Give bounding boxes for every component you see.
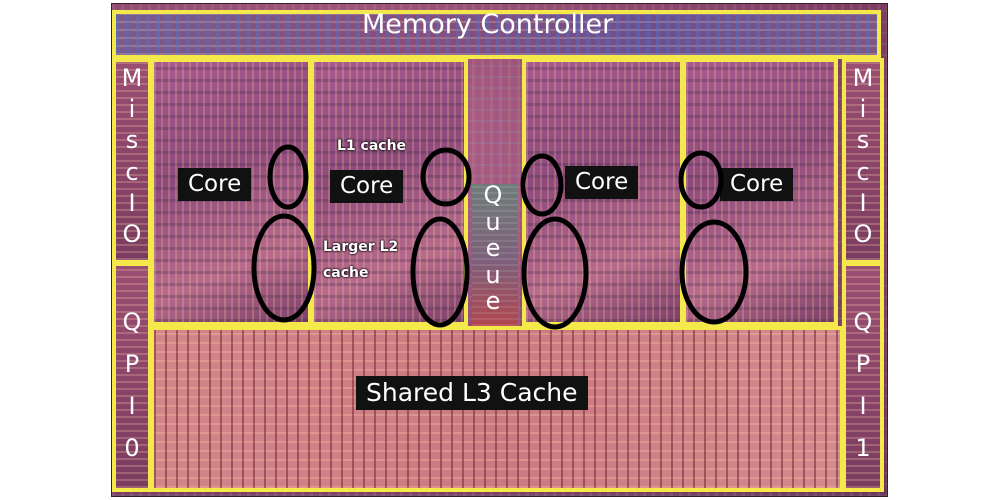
vertical-letter: e <box>485 234 501 262</box>
vertical-letter: i <box>859 95 867 124</box>
misc-io-left-region <box>112 58 152 264</box>
vertical-letter: Q <box>483 181 503 209</box>
queue-region <box>472 184 518 326</box>
vertical-letter: Q <box>122 308 142 336</box>
vertical-letter: I <box>128 392 136 420</box>
vertical-letter: e <box>485 287 501 315</box>
vertical-letter: I <box>859 188 867 217</box>
l2-cache-circle-2 <box>410 216 470 328</box>
vertical-letter: c <box>125 157 139 186</box>
core-label-1: Core <box>178 168 252 201</box>
vertical-letter: P <box>855 350 871 378</box>
l2-cache-annotation-line2: cache <box>323 265 369 281</box>
processor-die-image <box>111 3 888 497</box>
vertical-letter: u <box>485 260 501 289</box>
vertical-letter: u <box>485 207 501 236</box>
vertical-letter: 0 <box>124 434 140 462</box>
vertical-letter: 1 <box>855 434 871 462</box>
shared-l3-label: Shared L3 Cache <box>356 376 588 410</box>
l1-cache-circle-4 <box>678 150 724 210</box>
vertical-letter: I <box>859 392 867 420</box>
misc-io-right-region <box>842 58 884 264</box>
l2-cache-circle-4 <box>679 219 749 325</box>
vertical-letter: M <box>121 64 143 92</box>
vertical-letter: s <box>125 126 139 155</box>
memory-controller-region <box>112 10 881 59</box>
l1-cache-circle-3 <box>520 153 564 217</box>
qpi-right-region <box>842 262 884 492</box>
l2-cache-circle-1 <box>251 213 317 323</box>
core-label-4: Core <box>720 168 794 201</box>
core-label-3: Core <box>565 166 639 199</box>
l2-cache-circle-3 <box>521 216 589 330</box>
l1-cache-circle-1 <box>267 144 309 210</box>
l1-cache-circle-2 <box>420 147 472 207</box>
vertical-letter: s <box>856 126 870 155</box>
vertical-letter: c <box>856 157 870 186</box>
l2-cache-annotation-line1: Larger L2 <box>323 239 399 255</box>
vertical-letter: O <box>853 219 873 248</box>
l1-cache-annotation: L1 cache <box>337 138 407 154</box>
vertical-letter: I <box>128 188 136 217</box>
vertical-letter: i <box>128 95 136 124</box>
vertical-letter: M <box>852 64 874 92</box>
memory-controller-label: Memory Controller <box>362 9 614 40</box>
core-label-2: Core <box>330 170 404 203</box>
vertical-letter: P <box>124 350 140 378</box>
vertical-letter: O <box>122 219 142 248</box>
vertical-letter: Q <box>853 308 873 336</box>
